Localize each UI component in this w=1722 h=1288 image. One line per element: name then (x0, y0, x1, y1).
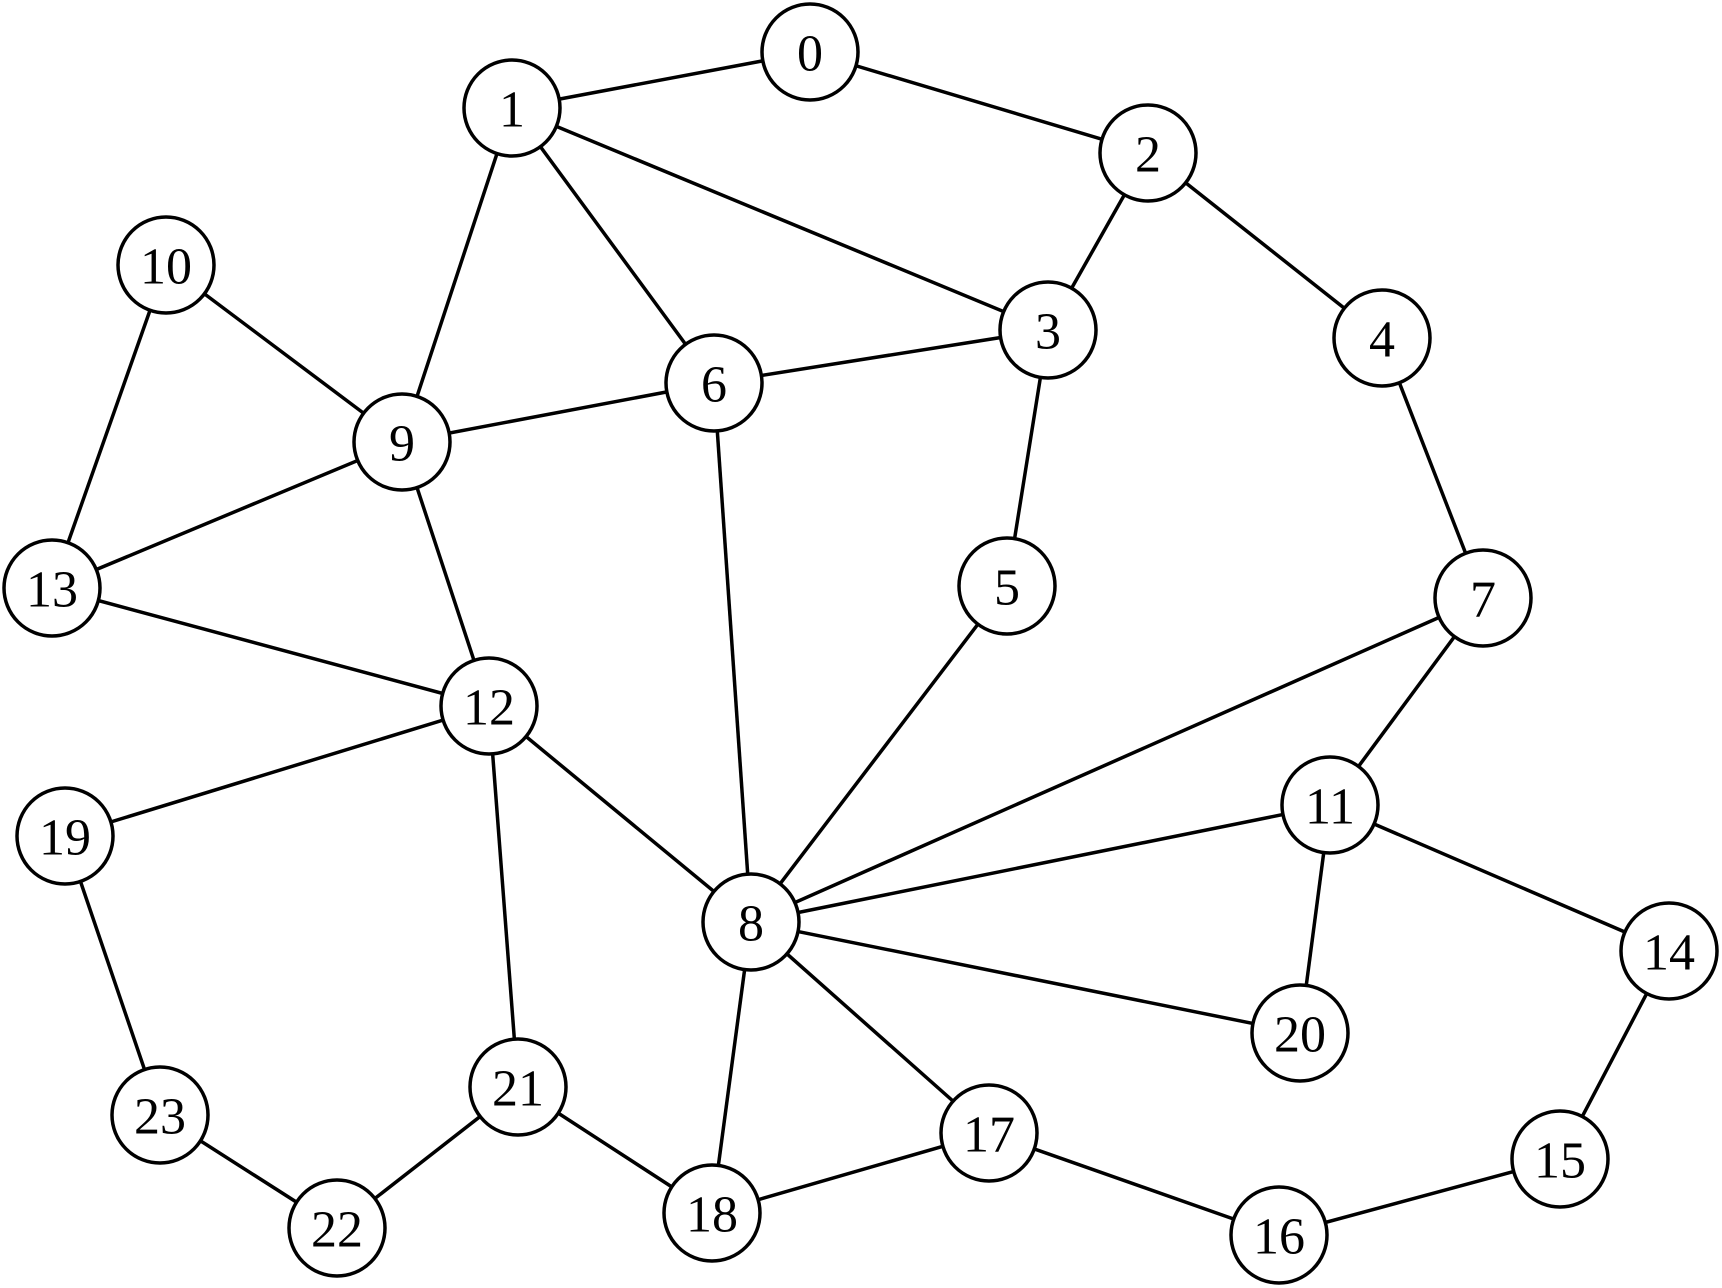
node-22: 22 (287, 1178, 387, 1278)
node-label: 10 (140, 239, 192, 296)
node-circle (662, 1163, 762, 1263)
node-label: 20 (1274, 1007, 1326, 1064)
edge-1-6 (510, 106, 716, 385)
node-18: 18 (662, 1163, 762, 1263)
edge-12-21 (487, 705, 520, 1088)
node-circle (1250, 983, 1350, 1083)
node-12: 12 (439, 656, 539, 756)
node-label: 17 (963, 1107, 1015, 1164)
edge-0-1 (511, 50, 811, 110)
node-16: 16 (1229, 1185, 1329, 1285)
edge-16-17 (988, 1131, 1280, 1237)
node-circle (701, 872, 801, 972)
node-circle (287, 1178, 387, 1278)
node-label: 3 (1035, 304, 1061, 361)
node-20: 20 (1250, 983, 1350, 1083)
edge-6-9 (401, 381, 715, 444)
edges-layer (50, 50, 1671, 1237)
node-circle (957, 536, 1057, 636)
node-circle (110, 1065, 210, 1165)
node-circle (1280, 755, 1380, 855)
node-label: 13 (26, 562, 78, 619)
node-10: 10 (116, 215, 216, 315)
edge-12-19 (64, 704, 490, 838)
edge-8-11 (750, 803, 1331, 924)
edge-8-17 (749, 920, 991, 1135)
node-circle (468, 1037, 568, 1137)
node-circle (1332, 288, 1432, 388)
node-circle (998, 280, 1098, 380)
node-circle (15, 786, 115, 886)
node-label: 22 (311, 1202, 363, 1259)
edge-9-13 (51, 440, 403, 590)
node-label: 8 (738, 896, 764, 953)
node-21: 21 (468, 1037, 568, 1137)
node-label: 21 (492, 1061, 544, 1118)
node-11: 11 (1280, 755, 1380, 855)
node-circle (462, 58, 562, 158)
node-label: 23 (134, 1089, 186, 1146)
edge-1-9 (400, 107, 514, 443)
node-circle (939, 1083, 1039, 1183)
node-19: 19 (15, 786, 115, 886)
node-label: 15 (1534, 1133, 1586, 1190)
node-circle (664, 333, 764, 433)
edge-7-8 (750, 596, 1484, 924)
node-label: 5 (994, 560, 1020, 617)
node-13: 13 (2, 538, 102, 638)
node-label: 18 (686, 1187, 738, 1244)
node-7: 7 (1433, 548, 1533, 648)
node-23: 23 (110, 1065, 210, 1165)
node-label: 16 (1253, 1209, 1305, 1266)
node-3: 3 (998, 280, 1098, 380)
node-label: 1 (499, 82, 525, 139)
node-label: 7 (1470, 572, 1496, 629)
node-9: 9 (352, 392, 452, 492)
node-circle (1619, 901, 1719, 1001)
node-17: 17 (939, 1083, 1039, 1183)
edge-8-12 (487, 704, 753, 924)
edge-3-6 (713, 328, 1049, 385)
node-label: 6 (701, 357, 727, 414)
node-5: 5 (957, 536, 1057, 636)
node-circle (2, 538, 102, 638)
node-circle (1098, 103, 1198, 203)
node-label: 14 (1643, 925, 1695, 982)
node-label: 19 (39, 810, 91, 867)
node-label: 9 (389, 416, 415, 473)
edge-10-13 (50, 264, 168, 589)
node-circle (1229, 1185, 1329, 1285)
edge-12-13 (51, 586, 490, 708)
edge-5-8 (749, 584, 1009, 924)
node-1: 1 (462, 58, 562, 158)
node-6: 6 (664, 333, 764, 433)
edge-8-20 (750, 920, 1301, 1035)
node-label: 12 (463, 680, 515, 737)
node-circle (1510, 1109, 1610, 1209)
node-circle (116, 215, 216, 315)
node-circle (760, 2, 860, 102)
node-label: 2 (1135, 127, 1161, 184)
node-2: 2 (1098, 103, 1198, 203)
node-label: 0 (797, 26, 823, 83)
node-15: 15 (1510, 1109, 1610, 1209)
node-label: 11 (1305, 779, 1355, 836)
node-8: 8 (701, 872, 801, 972)
node-14: 14 (1619, 901, 1719, 1001)
node-label: 4 (1369, 312, 1395, 369)
node-circle (1433, 548, 1533, 648)
edge-11-14 (1329, 803, 1670, 953)
node-circle (352, 392, 452, 492)
node-circle (439, 656, 539, 756)
node-4: 4 (1332, 288, 1432, 388)
edge-6-8 (712, 382, 753, 923)
edge-0-2 (809, 50, 1149, 155)
edge-1-3 (511, 106, 1049, 332)
node-0: 0 (760, 2, 860, 102)
